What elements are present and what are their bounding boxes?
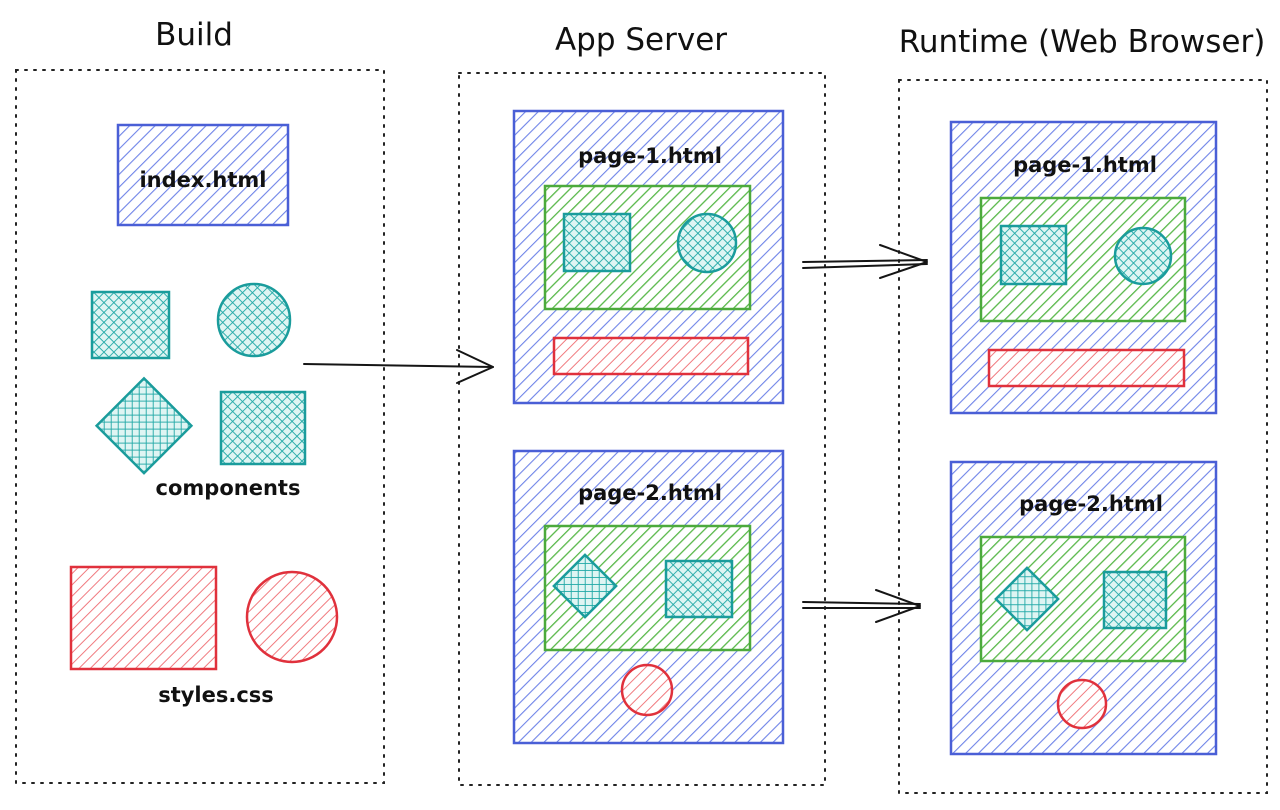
component-circle: [676, 212, 738, 274]
component-square: [999, 224, 1068, 286]
components-group: components: [90, 282, 307, 500]
component-square: [90, 290, 171, 360]
style-rectangle: [69, 565, 218, 671]
component-diamond: [552, 553, 618, 619]
components-label: components: [156, 476, 301, 500]
component-square-2: [219, 390, 307, 466]
component-circle: [1113, 226, 1173, 286]
app-server-page-2: page-2.html: [512, 449, 785, 745]
style-bar: [987, 348, 1186, 388]
styles-css-label: styles.css: [158, 683, 274, 707]
page-1-label: page-1.html: [578, 144, 722, 168]
heading-build: Build: [155, 17, 233, 53]
index-html-label: index.html: [139, 168, 266, 192]
app-server-page-1: page-1.html: [512, 109, 785, 405]
runtime-page-1: page-1.html: [949, 120, 1218, 415]
styles-group: styles.css: [69, 565, 339, 707]
arrow-page-1-to-runtime: [802, 244, 928, 279]
page-1-label: page-1.html: [1013, 153, 1157, 177]
arrow-build-to-app-server: [303, 349, 494, 384]
component-square: [562, 212, 632, 273]
component-circle: [216, 282, 292, 358]
index-html-file: index.html: [116, 123, 290, 227]
style-bar: [552, 336, 750, 376]
component-diamond: [94, 376, 194, 475]
component-diamond: [994, 566, 1060, 632]
runtime-page-2: page-2.html: [949, 460, 1218, 756]
style-circle: [620, 663, 674, 717]
page-2-label: page-2.html: [578, 481, 722, 505]
app-server-panel: [458, 72, 826, 786]
style-circle: [245, 570, 339, 664]
style-circle: [1056, 678, 1108, 730]
arrow-page-2-to-runtime: [802, 589, 921, 623]
heading-runtime: Runtime (Web Browser): [899, 24, 1266, 60]
page-2-label: page-2.html: [1019, 492, 1163, 516]
component-square: [1102, 570, 1168, 630]
component-square: [664, 559, 734, 619]
index-html-box: [116, 123, 290, 227]
heading-app-server: App Server: [555, 22, 727, 58]
